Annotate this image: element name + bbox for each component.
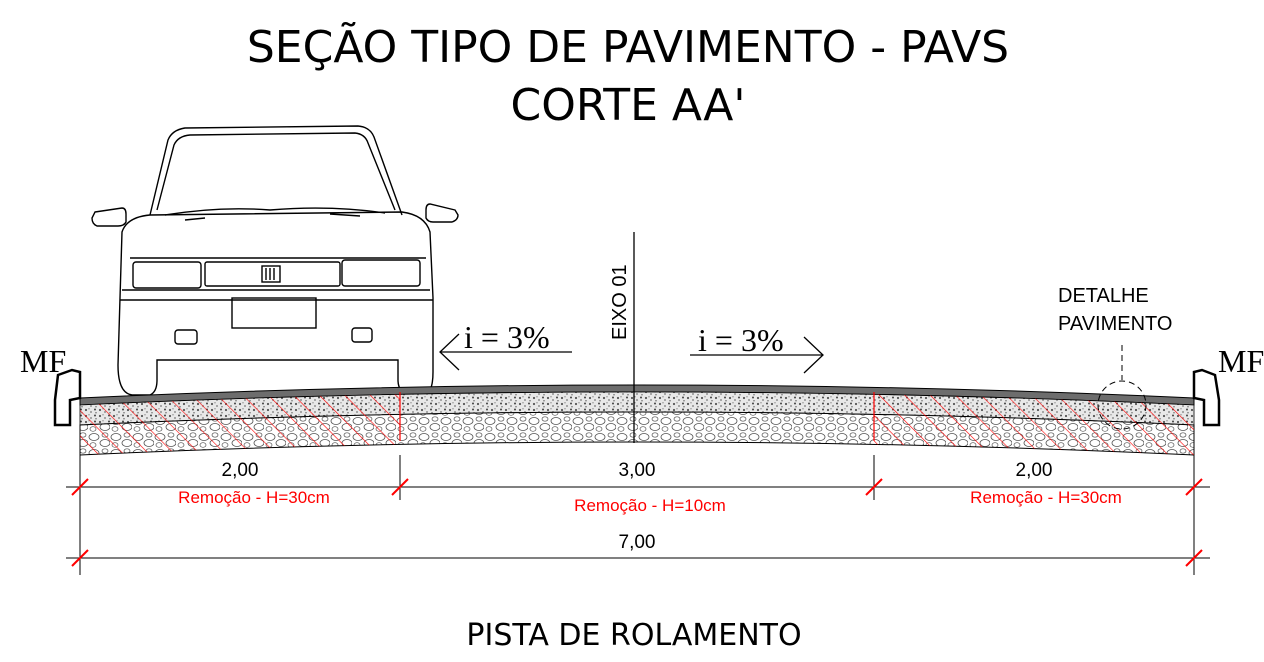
dimension-value-3: 2,00	[1016, 460, 1053, 481]
car-illustration	[91, 125, 459, 396]
slope-right-label: i = 3%	[698, 322, 784, 358]
dimension-ticks	[71, 478, 1203, 567]
removal-hatch-right	[874, 394, 1194, 455]
slope-right: i = 3%	[690, 322, 824, 374]
detail-label-line-1: DETALHE	[1058, 285, 1149, 307]
curb-left	[53, 368, 82, 427]
removal-note-2: Remoção - H=10cm	[574, 496, 726, 515]
axis-label: EIXO 01	[609, 264, 631, 340]
removal-note-1: Remoção - H=30cm	[178, 488, 330, 507]
removal-note-3: Remoção - H=30cm	[970, 488, 1122, 507]
curb-right	[1192, 368, 1221, 427]
curb-label-left: MF	[20, 343, 66, 379]
dimension-chain	[66, 455, 1210, 575]
title-line-2: CORTE AA'	[511, 80, 746, 131]
slope-left-label: i = 3%	[464, 319, 550, 355]
removal-hatch-left	[80, 394, 400, 455]
dimension-value-2: 3,00	[619, 460, 656, 481]
title-line-1: SEÇÃO TIPO DE PAVIMENTO - PAVS	[247, 21, 1009, 73]
slope-left: i = 3%	[439, 319, 572, 371]
footer-caption: PISTA DE ROLAMENTO	[466, 618, 801, 653]
detail-circle	[1097, 380, 1147, 430]
dimension-total: 7,00	[619, 532, 656, 553]
curb-label-right: MF	[1218, 343, 1264, 379]
dimension-value-1: 2,00	[222, 460, 259, 481]
pavement-layers	[79, 384, 1195, 456]
detail-label-line-2: PAVIMENTO	[1058, 313, 1172, 335]
